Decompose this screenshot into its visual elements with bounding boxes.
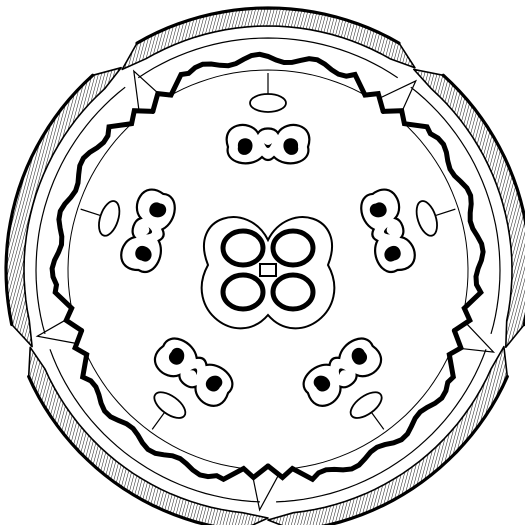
filament bbox=[95, 198, 123, 238]
petal-spur bbox=[380, 81, 416, 109]
petal-spur bbox=[463, 323, 494, 352]
stamen bbox=[227, 73, 310, 163]
filament bbox=[250, 94, 286, 112]
filament bbox=[150, 387, 190, 423]
stamen bbox=[297, 332, 417, 454]
stamen bbox=[68, 170, 179, 277]
sepal bbox=[122, 8, 415, 69]
filament-connector bbox=[435, 209, 455, 215]
filament-connector bbox=[371, 412, 383, 429]
filament-connector bbox=[152, 412, 164, 429]
filament-connector bbox=[81, 209, 101, 215]
petal-spur bbox=[253, 475, 278, 510]
central-ovary bbox=[202, 217, 335, 328]
filament bbox=[346, 387, 386, 423]
filament bbox=[413, 198, 441, 238]
anther bbox=[357, 186, 419, 277]
anther bbox=[117, 186, 179, 277]
stamen bbox=[357, 170, 468, 277]
septum bbox=[260, 264, 276, 276]
